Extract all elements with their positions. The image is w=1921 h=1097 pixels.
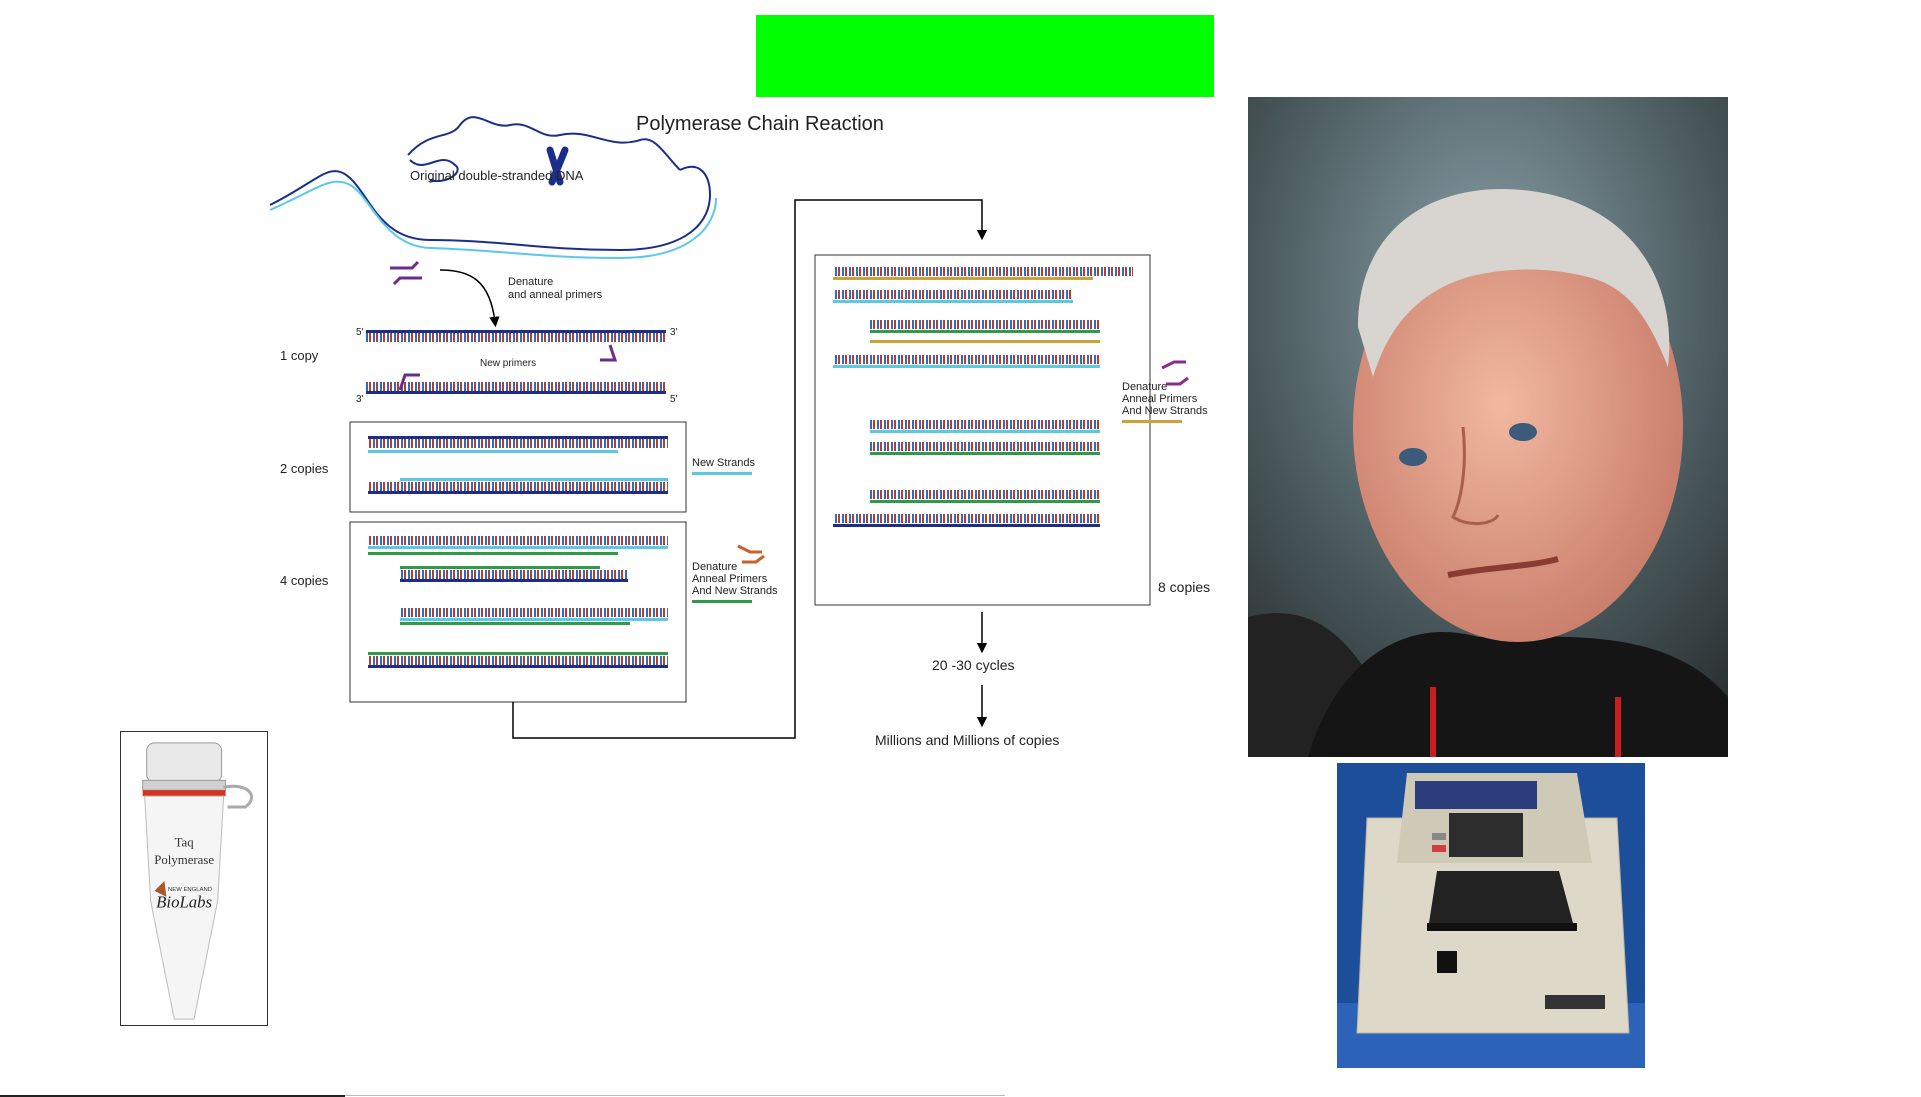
eight-copies-label: 8 copies [1158, 579, 1210, 595]
title-banner [756, 15, 1214, 97]
one-copy-label: 1 copy [280, 348, 319, 363]
two-copy-strands [368, 436, 668, 494]
four-copies-box [349, 521, 687, 703]
three-prime-2: 3' [356, 394, 364, 405]
tube-label-2: Polymerase [154, 853, 214, 867]
dna-helix [269, 116, 717, 260]
tube-frame: Taq Polymerase NEW ENGLAND BioLabs [120, 731, 268, 1026]
person-photo-icon [1248, 97, 1728, 757]
denature-label-2: and anneal primers [508, 289, 603, 301]
diagram-title: Polymerase Chain Reaction [636, 113, 884, 135]
four-copy-strands [368, 536, 668, 668]
four-copies-label: 4 copies [280, 573, 329, 588]
two-copies-label: 2 copies [280, 461, 329, 476]
denature3-label-b: Anneal Primers [1122, 393, 1198, 405]
millions-label: Millions and Millions of copies [875, 732, 1059, 748]
denature-arrow [439, 269, 500, 328]
two-copies-box [349, 421, 687, 513]
cycle-connector [512, 199, 988, 739]
tube-icon: Taq Polymerase NEW ENGLAND BioLabs [142, 742, 253, 1020]
tube-brand: BioLabs [156, 893, 212, 912]
denature2-label-a: Denature [692, 561, 737, 573]
denature3-label-a: Denature [1122, 381, 1167, 393]
denature2-label-b: Anneal Primers [692, 573, 768, 585]
original-dna-label: Original double-stranded DNA [410, 168, 584, 183]
tube-label-1: Taq [175, 835, 195, 849]
three-prime: 3' [670, 327, 678, 338]
new-strands-swatch [692, 472, 752, 475]
five-prime: 5' [356, 327, 364, 338]
denature3-label-c: And New Strands [1122, 405, 1208, 417]
denature2-label-c: And New Strands [692, 585, 778, 597]
primer-pair-icon [390, 260, 422, 286]
chromosome-icon [546, 146, 569, 186]
five-prime-2: 5' [670, 394, 678, 405]
eight-copies-box [814, 254, 1151, 606]
denature-label: Denature [508, 276, 553, 288]
cycles-label: 20 -30 cycles [932, 657, 1014, 673]
pcr-diagram: Polymerase Chain Reaction Original doubl… [269, 113, 1210, 748]
footer-rule-2 [345, 1095, 1005, 1096]
gold-strands-swatch [1122, 420, 1182, 423]
thermal-cycler-icon [1337, 763, 1645, 1068]
new-primers-label: New primers [480, 358, 536, 369]
green-strands-swatch [692, 600, 752, 603]
new-strands-label: New Strands [692, 457, 755, 469]
eight-copy-strands [833, 267, 1133, 527]
tube-brand-small: NEW ENGLAND [168, 887, 212, 893]
purple-primer-icon [1161, 360, 1189, 386]
orange-primer-icon [737, 544, 765, 564]
